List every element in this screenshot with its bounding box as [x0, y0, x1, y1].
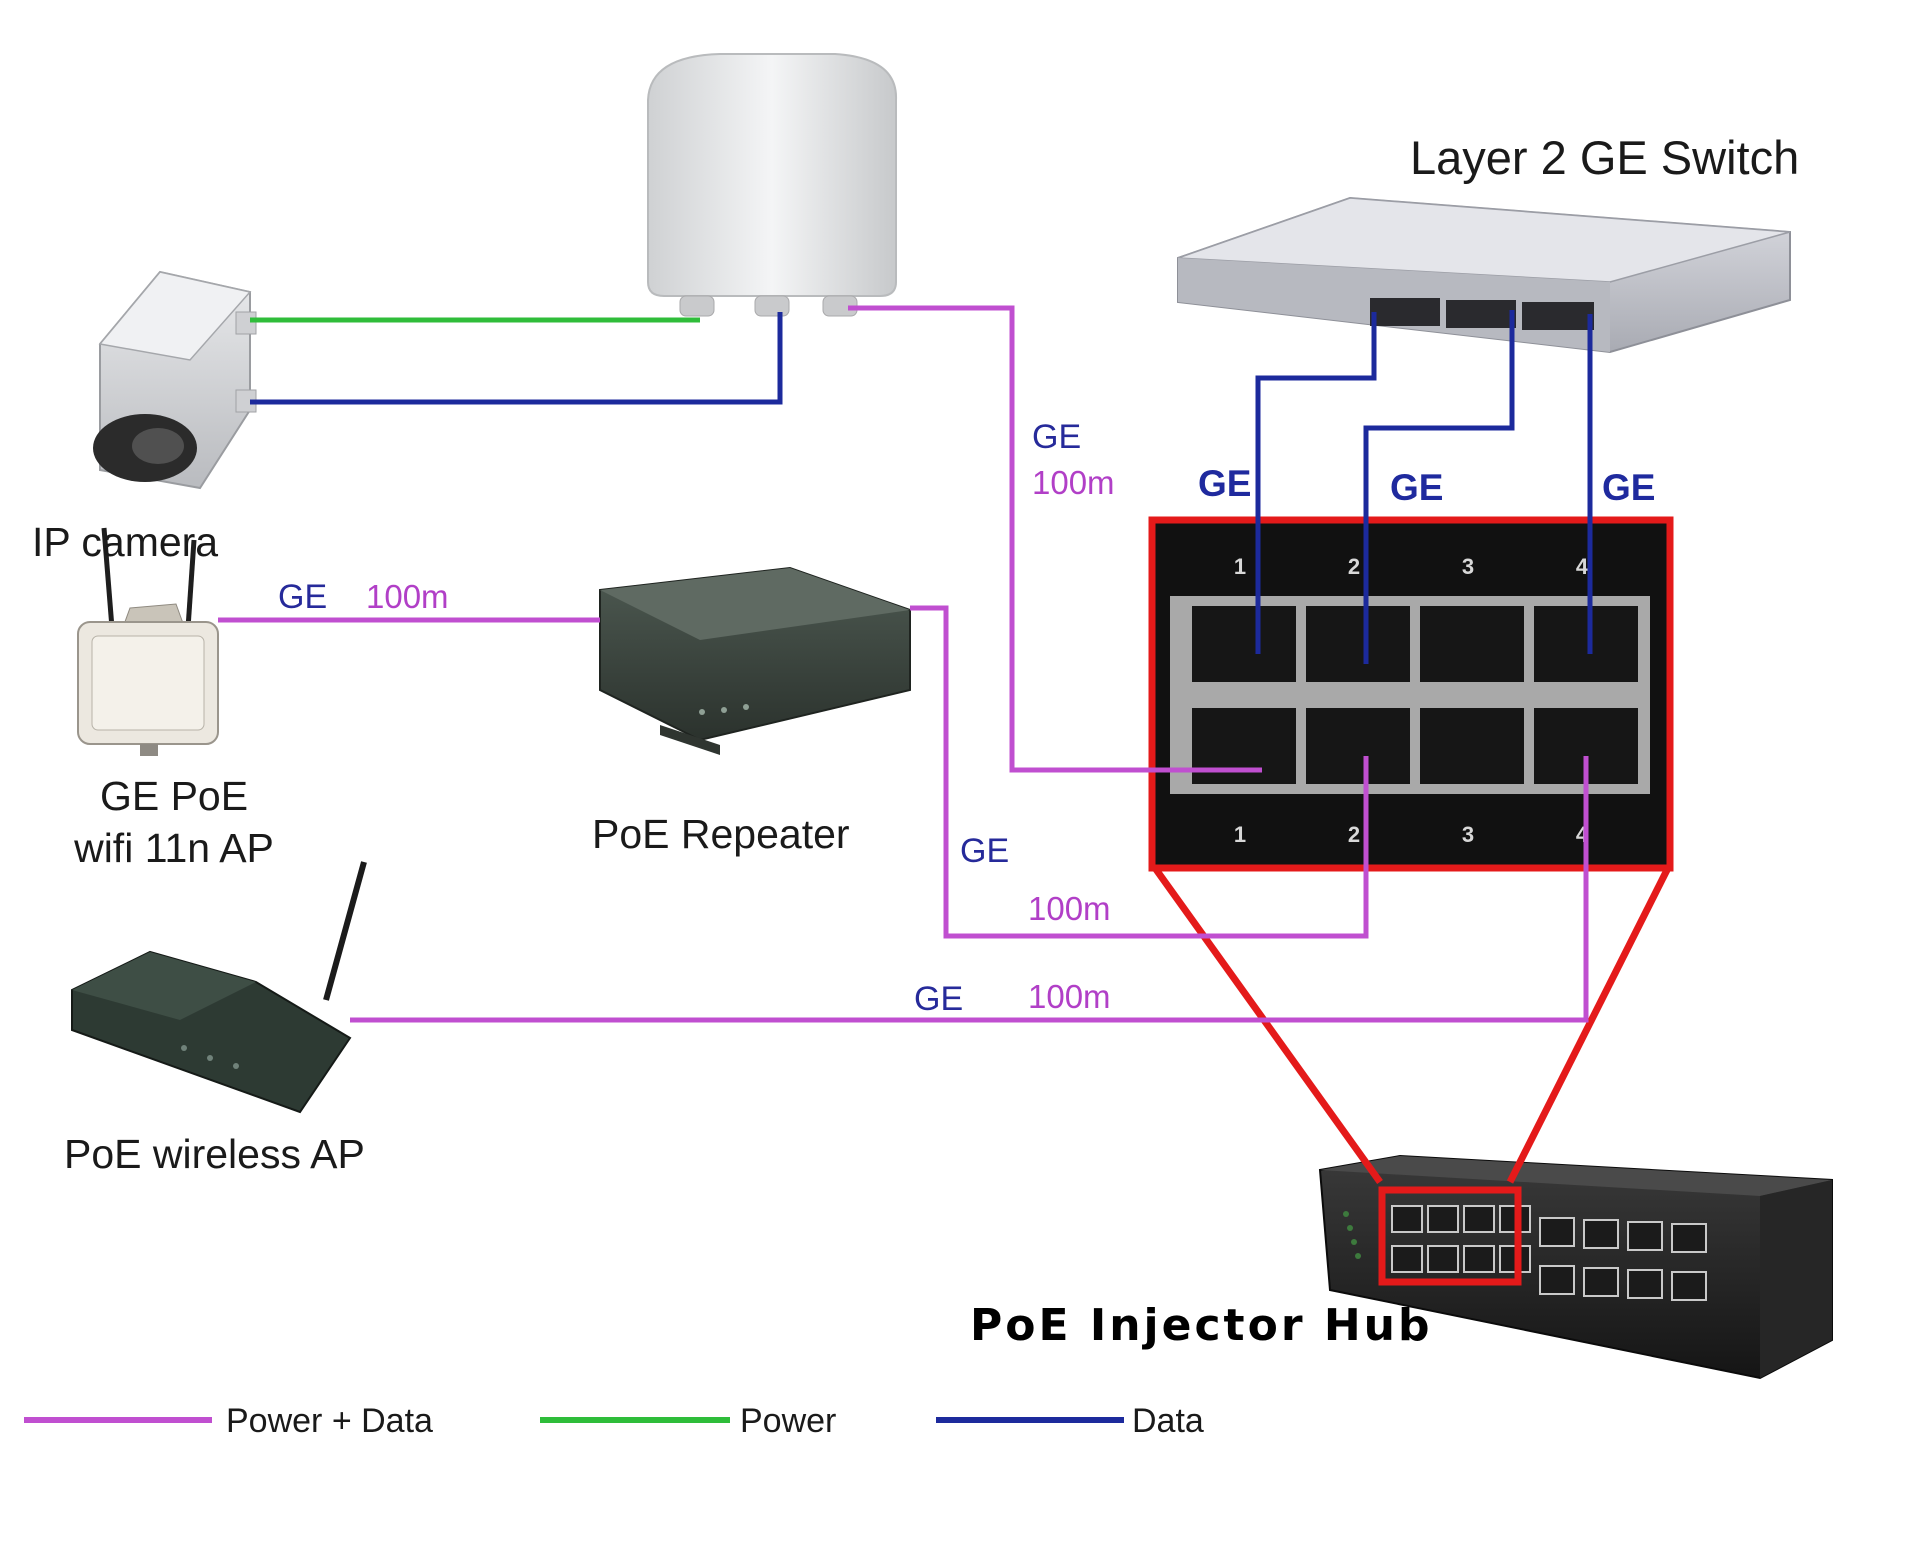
poe-repeater-icon: [599, 566, 911, 755]
ip-camera-icon: [93, 270, 257, 490]
layer2-switch-icon: [1177, 196, 1791, 354]
panel-ports-bottom: [1192, 708, 1638, 784]
panel-highlight-frame: [1148, 516, 1674, 872]
panel-bottom-port-num: 2: [1348, 822, 1360, 847]
ap-label-line2: wifi 11n AP: [73, 825, 274, 871]
cable-power-data: [848, 305, 1262, 773]
cables: [218, 305, 1593, 1023]
ap-label-line1: GE PoE: [100, 773, 248, 819]
poe-wireless-ap-icon: [71, 861, 367, 1114]
wireless-ap-label: PoE wireless AP: [64, 1131, 365, 1177]
cable-data: [250, 312, 783, 405]
link-ge-label: GE: [960, 832, 1009, 870]
panel-top-port-num: 1: [1234, 554, 1246, 579]
ge-poe-ap-icon: [77, 527, 219, 756]
link-ge-label: GE: [278, 578, 327, 616]
link-distance-label: 100m: [1028, 890, 1111, 927]
repeater-label: PoE Repeater: [592, 811, 850, 857]
camera-label: IP camera: [32, 519, 218, 565]
link-distance-label: 100m: [1032, 464, 1115, 501]
link-distance-label: 100m: [1028, 978, 1111, 1015]
legend-label: Power + Data: [226, 1402, 433, 1440]
panel-top-port-num: 3: [1462, 554, 1474, 579]
legend: Power + Data Power Data: [24, 1402, 1204, 1440]
cable-data: [1255, 312, 1377, 654]
zoom-callout-lines: [1152, 865, 1672, 1286]
panel-top-port-num: 4: [1576, 554, 1589, 579]
link-ge-label: GE: [1032, 418, 1081, 456]
link-distance-label: 100m: [366, 578, 449, 615]
switch-label: Layer 2 GE Switch: [1410, 131, 1799, 184]
poe-injector-hub-icon: [1318, 1154, 1833, 1380]
cable-power-data: [350, 756, 1589, 1023]
legend-label: Data: [1132, 1402, 1204, 1440]
legend-label: Power: [740, 1402, 836, 1440]
hub-label: PoE Injector Hub: [970, 1300, 1432, 1351]
switch-link-ge-label: GE: [1390, 467, 1443, 508]
panel-bottom-port-num: 1: [1234, 822, 1246, 847]
switch-link-ge-label: GE: [1198, 463, 1251, 504]
switch-link-ge-label: GE: [1602, 467, 1655, 508]
hub-led-column: [1343, 1211, 1361, 1259]
panel-ports-top: [1192, 606, 1638, 682]
cable-data: [1363, 310, 1515, 664]
panel-top-port-num: 2: [1348, 554, 1360, 579]
outdoor-enclosure-icon: [647, 53, 898, 317]
cable-power-data: [910, 605, 1369, 939]
link-ge-label: GE: [914, 980, 963, 1018]
panel-bottom-port-num: 3: [1462, 822, 1474, 847]
hub-front-ports: [1391, 1205, 1707, 1301]
